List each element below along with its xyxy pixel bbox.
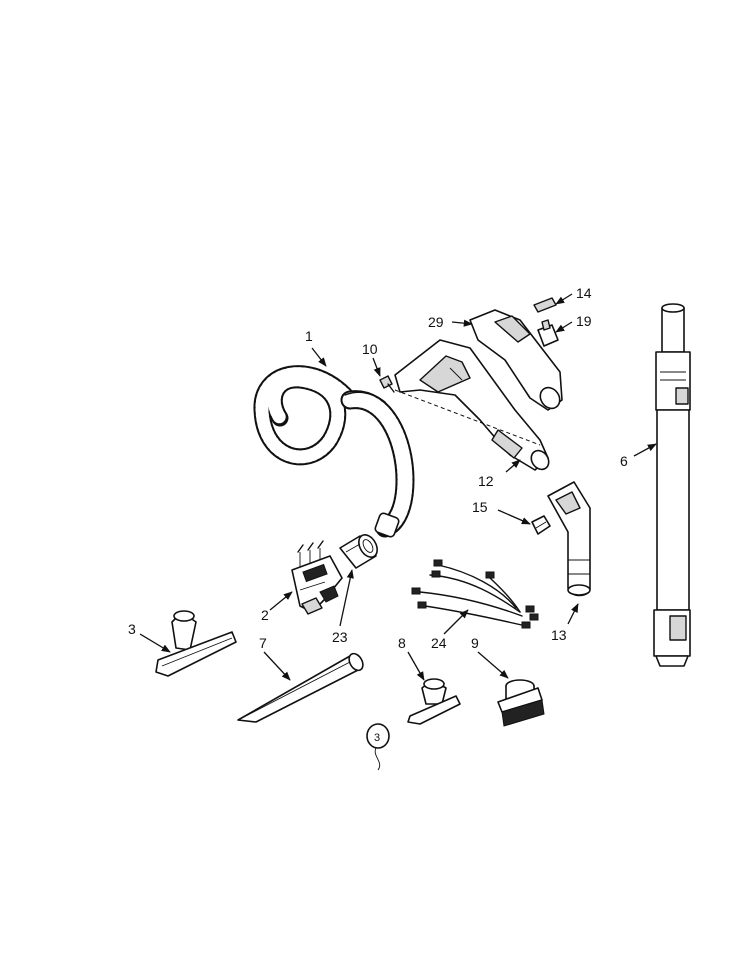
leader-29 bbox=[451, 319, 473, 327]
leader-6 bbox=[633, 443, 657, 457]
wire-harness-part bbox=[411, 559, 539, 629]
label-7: 7 bbox=[259, 635, 267, 651]
leader-8 bbox=[407, 651, 425, 681]
callout-labels: 1 2 3 6 7 8 9 10 12 13 14 15 19 23 24 29 bbox=[128, 285, 628, 651]
leader-12 bbox=[505, 459, 521, 473]
leader-24 bbox=[443, 609, 469, 635]
handle-elbow-part bbox=[547, 481, 591, 597]
leader-1 bbox=[311, 347, 327, 367]
upholstery-tool-part bbox=[407, 678, 461, 725]
switch-part bbox=[537, 319, 559, 347]
hose-swivel-end-part bbox=[291, 540, 343, 615]
leader-23 bbox=[339, 569, 354, 627]
label-15: 15 bbox=[472, 499, 488, 515]
label-2: 2 bbox=[261, 607, 269, 623]
switch-cover-part bbox=[533, 297, 557, 313]
label-1: 1 bbox=[305, 328, 313, 344]
label-29: 29 bbox=[428, 314, 444, 330]
label-12: 12 bbox=[478, 473, 494, 489]
extension-wand-part bbox=[653, 303, 691, 667]
tag-number: 3 bbox=[374, 732, 380, 744]
handle-lower-part bbox=[394, 339, 550, 471]
label-3: 3 bbox=[128, 621, 136, 637]
label-13: 13 bbox=[551, 627, 567, 643]
leader-2 bbox=[269, 591, 293, 611]
leader-13 bbox=[567, 603, 579, 625]
dusting-brush-part bbox=[497, 679, 545, 727]
floor-nozzle-part bbox=[155, 610, 237, 677]
leader-19 bbox=[555, 321, 573, 333]
cord-tag-part bbox=[366, 723, 390, 771]
label-24: 24 bbox=[431, 635, 447, 651]
crevice-tool-part bbox=[237, 652, 364, 723]
label-6: 6 bbox=[620, 453, 628, 469]
leader-14 bbox=[555, 293, 573, 305]
label-10: 10 bbox=[362, 341, 378, 357]
leader-7 bbox=[263, 651, 291, 681]
handle-upper-part bbox=[469, 309, 563, 411]
hose-coil-part bbox=[253, 365, 415, 538]
label-14: 14 bbox=[576, 285, 592, 301]
leader-10 bbox=[372, 357, 381, 377]
leader-arrows bbox=[139, 293, 657, 681]
screw-part bbox=[379, 375, 395, 393]
label-23: 23 bbox=[332, 629, 348, 645]
leader-9 bbox=[477, 651, 509, 679]
leader-3 bbox=[139, 633, 171, 653]
label-8: 8 bbox=[398, 635, 406, 651]
label-19: 19 bbox=[576, 313, 592, 329]
label-9: 9 bbox=[471, 635, 479, 651]
hose-coupling-part bbox=[339, 534, 378, 569]
leader-15 bbox=[497, 509, 531, 525]
clip-part bbox=[531, 515, 551, 535]
